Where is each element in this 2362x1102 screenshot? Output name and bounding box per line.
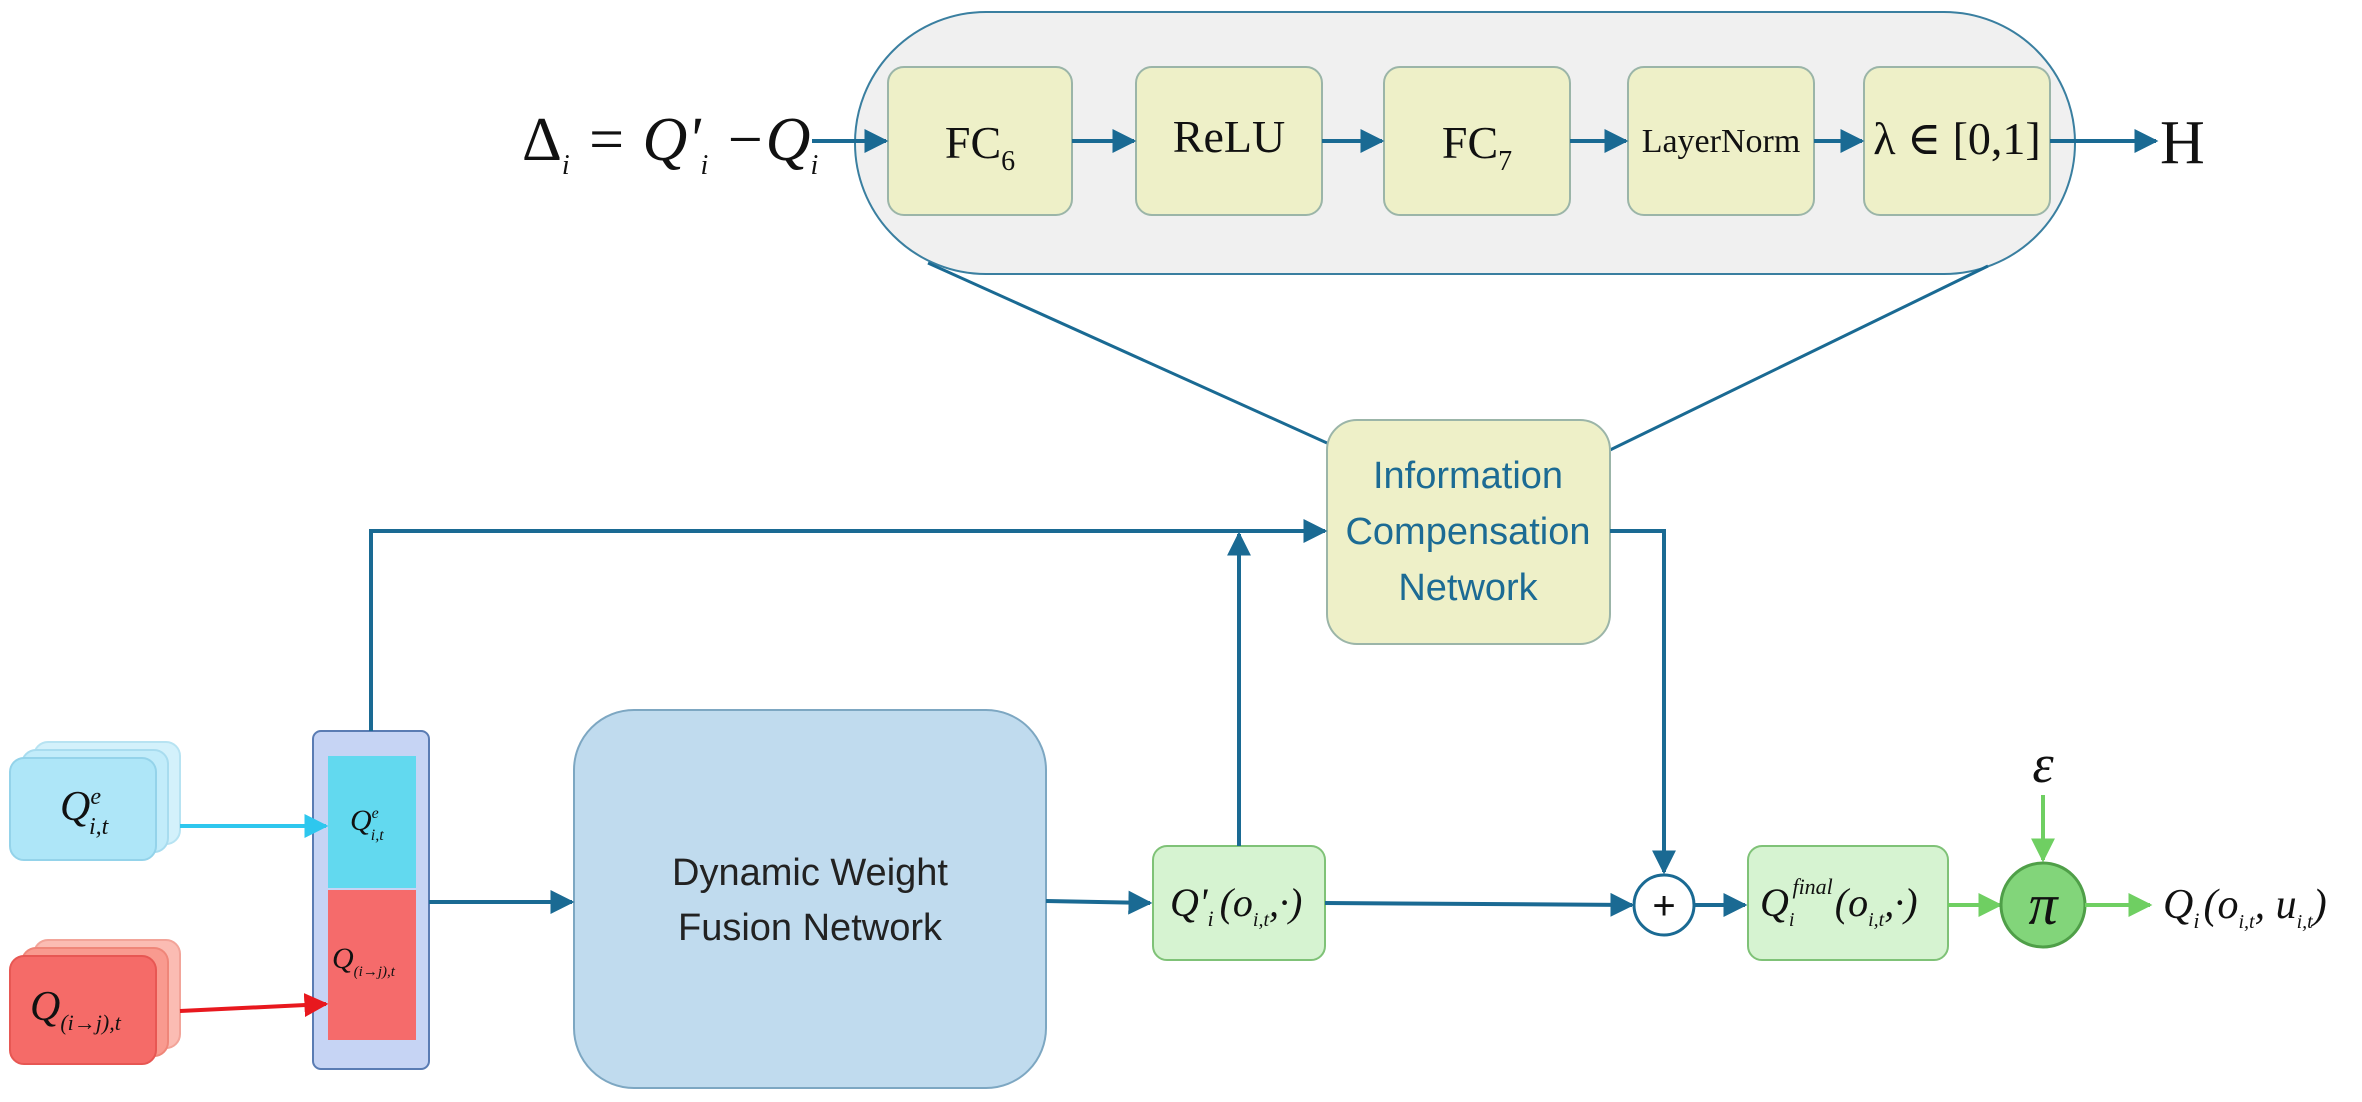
dwfn-box	[573, 709, 1047, 1089]
output-q-label: Qi(oi,t, ui,t)	[2163, 882, 2327, 933]
icn-connector-right	[1609, 264, 1989, 452]
icn-connector-left	[927, 261, 1328, 445]
arrow-fused-to-plus	[1324, 892, 1635, 917]
pi-label: π	[2028, 872, 2059, 937]
plus-sign: +	[1652, 884, 1675, 928]
layernorm-label: LayerNorm	[1642, 123, 1801, 160]
relu-label: ReLU	[1173, 111, 1285, 162]
epsilon-label: ε	[2032, 734, 2054, 794]
lambda-label: λ ∈ [0,1]	[1873, 113, 2041, 164]
icn-label-line3: Network	[1398, 567, 1538, 609]
fc6-label: FC6	[945, 117, 1015, 177]
icn-label-line1: Information	[1373, 455, 1563, 497]
arrow-dwfn-to-fused	[1045, 890, 1153, 915]
qij-input-label: Q(i→j),t	[30, 984, 122, 1035]
dwfn-label-line1: Dynamic Weight	[672, 852, 948, 894]
concat-qij-cell	[328, 890, 416, 1040]
delta-formula: Δi = Q'i −Qi	[522, 106, 818, 181]
qij-stack-front	[9, 955, 157, 1065]
output-h-label: H	[2160, 109, 2205, 177]
dwfn-label-line2: Fusion Network	[678, 907, 943, 949]
icn-label-line2: Compensation	[1345, 511, 1590, 553]
concat-qij-label: Q(i→j),t	[332, 942, 396, 980]
concat-qe-cell	[328, 756, 416, 888]
arrow-icn-to-plus	[1610, 529, 1676, 875]
arrow-qij-to-concat	[179, 993, 329, 1018]
final-q-label: Qifinal(oi,t,·)	[1760, 874, 1918, 931]
qe-stack-front	[9, 757, 157, 861]
arrow-concat-to-icn	[369, 519, 1328, 731]
fc7-label: FC7	[1442, 117, 1512, 177]
fused-q-label: Q'i(oi,t,·)	[1170, 880, 1302, 931]
